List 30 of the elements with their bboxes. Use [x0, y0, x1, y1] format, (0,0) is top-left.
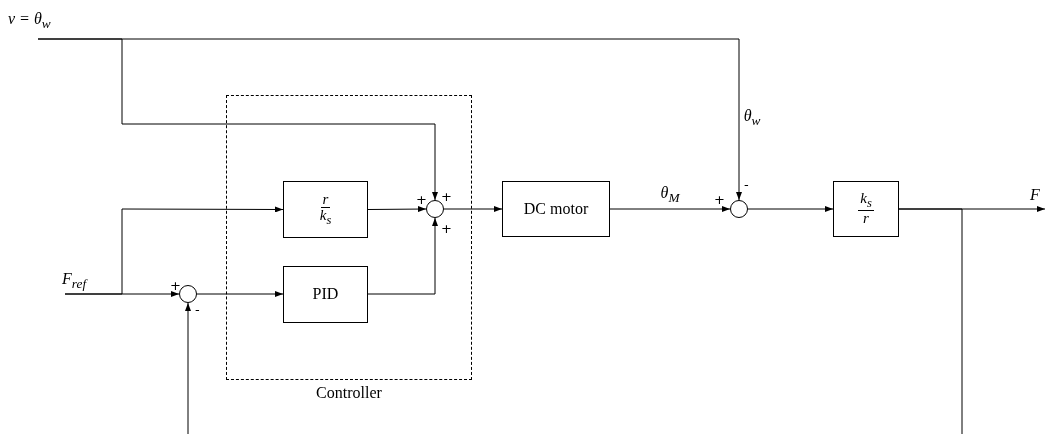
sign-label: -	[195, 303, 200, 316]
signal-arrow	[609, 206, 731, 212]
fraction: r k$_{s}$	[318, 191, 333, 228]
signal-arrow	[64, 291, 180, 297]
sign-label: -	[744, 178, 749, 191]
signal-arrow	[747, 206, 834, 212]
sign-label: +	[170, 279, 181, 292]
signal-label: v = θ$_{w}$	[8, 10, 92, 39]
sign-label: +	[714, 193, 725, 206]
summing-junction	[179, 285, 197, 303]
sign-label: +	[441, 222, 452, 235]
fraction: k$_{s}$ r	[857, 191, 875, 227]
signal-arrow	[37, 38, 742, 201]
summing-junction	[426, 200, 444, 218]
gain-block	[283, 181, 368, 238]
signal-arrow	[196, 291, 284, 297]
signal-label: F	[1030, 186, 1048, 209]
gain-block	[833, 181, 899, 237]
process-block: DC motor	[502, 181, 610, 237]
group-label: Controller	[316, 384, 382, 402]
summing-junction	[730, 200, 748, 218]
signal-arrow	[367, 217, 438, 295]
signal-arrow	[443, 206, 503, 212]
signal-label: F$_{ref}$	[62, 270, 108, 294]
signal-line	[898, 208, 963, 434]
signal-arrow	[367, 206, 427, 213]
signal-arrow	[185, 302, 191, 434]
process-block: PID	[283, 265, 368, 323]
sign-label: +	[416, 193, 427, 206]
sign-label: +	[441, 190, 452, 203]
